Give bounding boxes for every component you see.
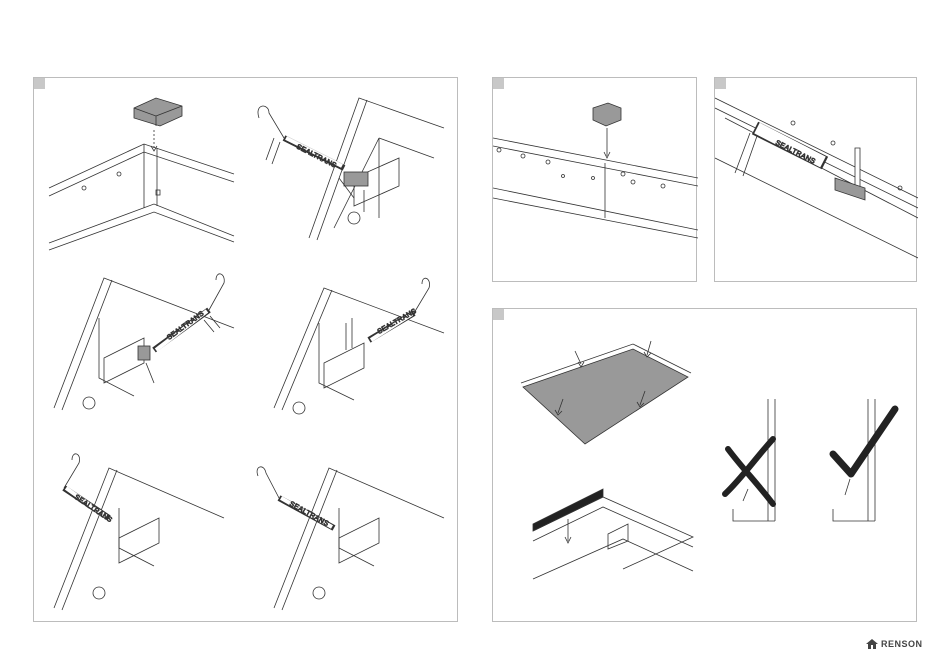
sealant-application-f: SEALTRANS	[257, 467, 444, 610]
check-mark-icon	[833, 409, 895, 474]
wrong-example	[725, 399, 775, 521]
corner-sequence-illustration: SEALTRANS SEALTRANS	[34, 78, 459, 623]
sealant-application-e: SEALTRANS	[54, 454, 224, 610]
brand-logo: RENSON	[866, 636, 923, 652]
sealant-tube-label: SEALTRANS	[73, 494, 113, 524]
correct-example	[833, 399, 895, 521]
panel-step-1: SEALTRANS SEALTRANS	[33, 77, 458, 622]
sealant-tube-label: SEALTRANS	[377, 308, 418, 336]
x-mark-icon	[725, 439, 773, 504]
panel-step-2	[492, 77, 697, 282]
panel-step-3: SEALTRANS	[714, 77, 917, 282]
membrane-illustration	[493, 309, 918, 623]
sealant-application-b: SEALTRANS	[258, 98, 444, 240]
panel-step-4	[492, 308, 917, 622]
sealant-application-c: SEALTRANS	[54, 274, 234, 410]
profile-connector-illustration	[493, 78, 698, 283]
brand-name: RENSON	[881, 639, 923, 649]
sealant-application-d: SEALTRANS	[274, 278, 444, 414]
sealant-tube-label: SEALTRANS	[295, 144, 337, 170]
renson-house-icon	[866, 639, 878, 649]
sealant-tube-label: SEALTRANS	[166, 310, 206, 341]
corner-piece-drop	[49, 98, 234, 250]
joint-sealing-illustration: SEALTRANS	[715, 78, 918, 283]
